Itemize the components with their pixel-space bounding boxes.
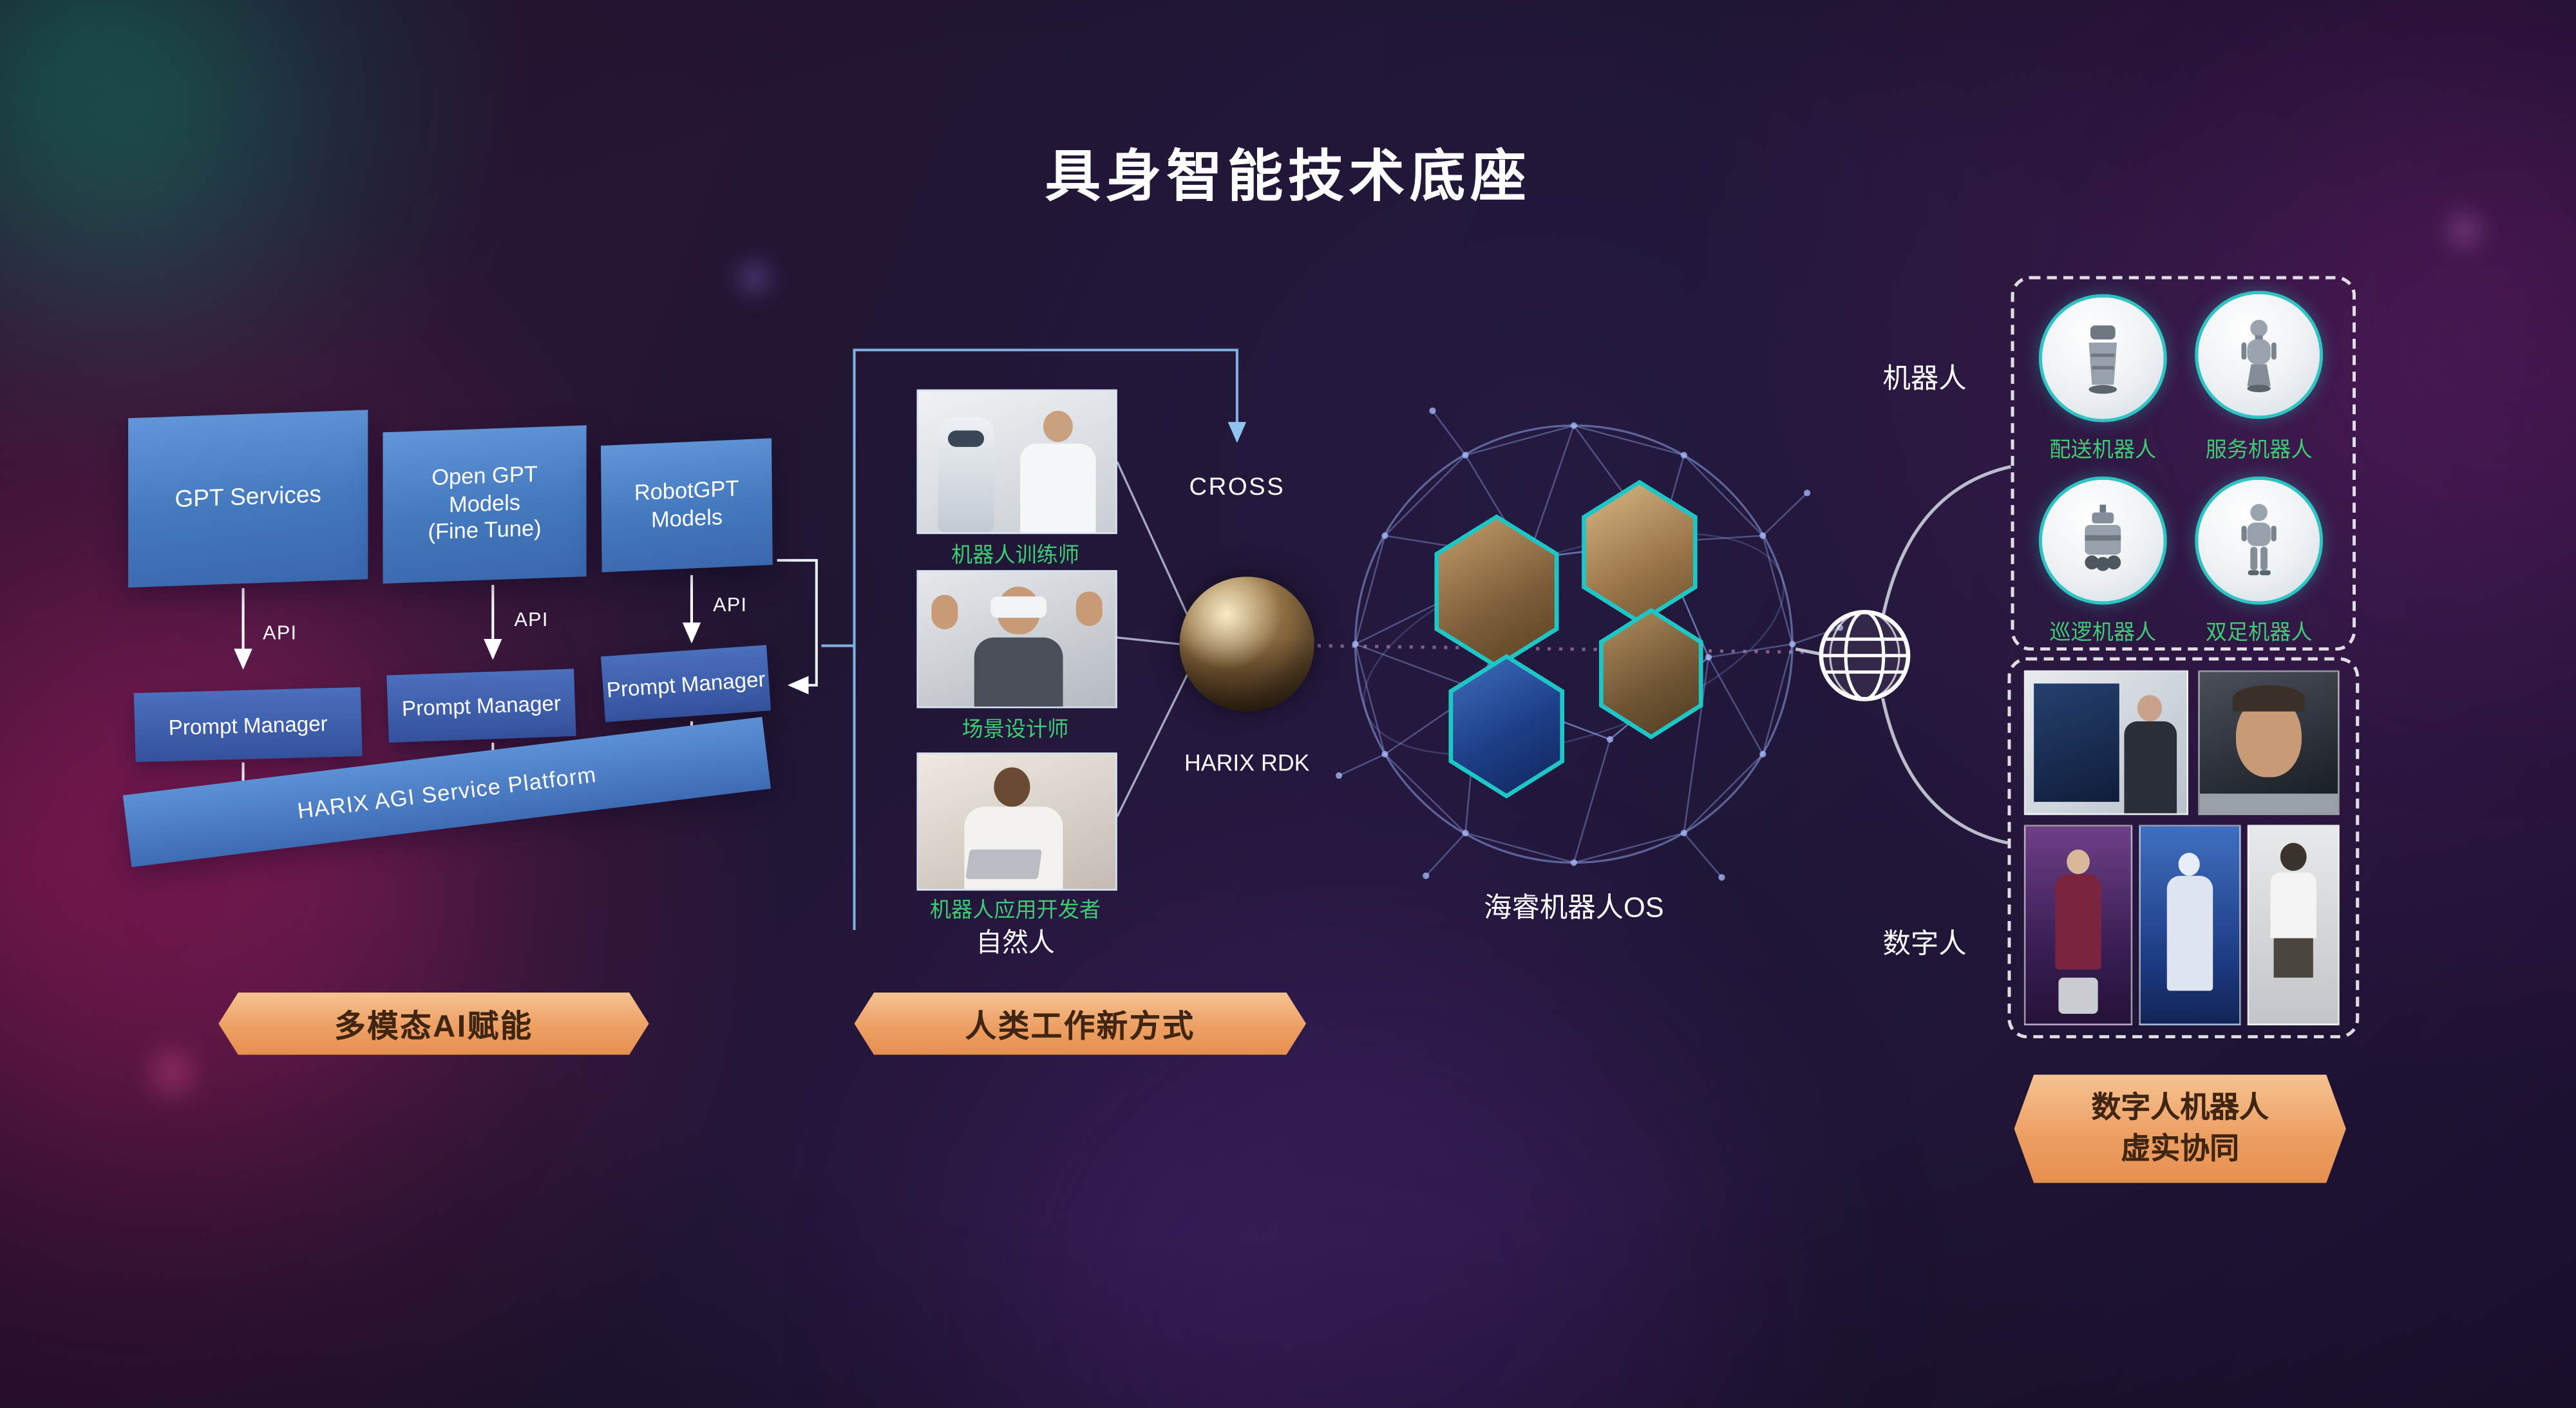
app-developer-label: 机器人应用开发者	[929, 897, 1101, 922]
right-hand	[1075, 591, 1103, 626]
service-robot-label: 服务机器人	[2205, 437, 2313, 462]
kiosk-base	[2058, 977, 2098, 1014]
service-robot-circle	[2195, 290, 2324, 419]
scene-hexagon	[1598, 607, 1703, 739]
person-body	[1020, 443, 1096, 533]
bipedal-robot-label: 双足机器人	[2205, 619, 2313, 644]
banner-virtual-real-collab-label: 数字人机器人 虚实协同	[2091, 1090, 2269, 1165]
robotgpt-models-box: RobotGPT Models	[600, 438, 773, 573]
digital-human-group-box	[2007, 657, 2360, 1039]
person-head	[1043, 410, 1073, 442]
prompt-manager-box: Prompt Manager	[133, 687, 363, 763]
scene-hexagon-image	[1586, 484, 1693, 620]
digital-human-photo-child	[2247, 824, 2340, 1025]
delivery-robot-label: 配送机器人	[2049, 437, 2157, 462]
patrol-robot-circle	[2038, 476, 2167, 605]
scene-hexagon-image	[1603, 613, 1699, 735]
figure-skirt	[2273, 938, 2313, 978]
figure-head	[2178, 852, 2200, 876]
patrol-robot-label: 巡逻机器人	[2049, 619, 2157, 644]
laptop-base	[2199, 794, 2338, 813]
prompt-manager-box: Prompt Manager	[600, 645, 772, 723]
bokeh-dot	[151, 1051, 194, 1094]
service-robot-icon	[2241, 319, 2277, 392]
scene-hexagon-image	[1439, 519, 1555, 664]
figure-shirt	[2270, 872, 2316, 938]
robot-visor	[947, 430, 985, 447]
page-title: 具身智能技术底座	[1045, 146, 1531, 209]
banner-virtual-real-collab: 数字人机器人 虚实协同	[2014, 1074, 2346, 1183]
scene-hexagon	[1448, 654, 1565, 799]
person-body	[974, 637, 1063, 707]
gpt-services-box: GPT Services	[128, 410, 368, 588]
delivery-robot-icon	[2088, 325, 2117, 394]
person-body	[2124, 721, 2177, 813]
scene-designer-label: 场景设计师	[961, 716, 1069, 741]
digital-human-photo-face	[2198, 670, 2340, 815]
harix-rdk-label: HARIX RDK	[1184, 749, 1310, 776]
api-label: API	[713, 593, 748, 616]
feedback-arrow	[777, 558, 818, 695]
network-sphere	[1338, 410, 1841, 879]
prompt-manager-label: Prompt Manager	[168, 710, 328, 739]
patrol-robot-icon	[2085, 504, 2121, 571]
hair	[2232, 685, 2306, 712]
bipedal-robot-icon	[2241, 504, 2277, 576]
prompt-manager-label: Prompt Manager	[605, 665, 766, 701]
banner-human-work: 人类工作新方式	[855, 993, 1307, 1055]
prompt-manager-label: Prompt Manager	[401, 690, 562, 721]
left-hand	[931, 595, 958, 630]
robot-trainer-label: 机器人训练师	[951, 542, 1080, 567]
robotgpt-models-label: RobotGPT Models	[634, 475, 739, 532]
bokeh-dot	[2448, 213, 2481, 247]
figure-head	[2067, 849, 2090, 875]
digital-human-photo-presenter	[2023, 670, 2188, 815]
open-gpt-models-box: Open GPT Models (Fine Tune)	[383, 425, 587, 584]
robot-os-label: 海睿机器人OS	[1484, 892, 1664, 924]
cross-label: CROSS	[1189, 473, 1285, 502]
harix-rdk-sphere	[1179, 576, 1314, 712]
robots-group-box	[2011, 276, 2356, 651]
figure-head	[2280, 842, 2307, 871]
bipedal-robot-circle	[2195, 476, 2324, 605]
prompt-manager-box: Prompt Manager	[386, 669, 576, 743]
screen-panel	[2034, 683, 2119, 802]
harix-agi-platform-label: HARIX AGI Service Platform	[296, 761, 598, 823]
scene-hexagon	[1434, 514, 1559, 669]
person-head	[2137, 695, 2163, 721]
app-developer-photo	[916, 752, 1117, 891]
digital-human-photo-kiosk-2	[2139, 824, 2241, 1025]
natural-person-label: 自然人	[976, 929, 1055, 958]
rdk-os-dotted-link	[1317, 644, 1811, 654]
robot-trainer-photo	[916, 389, 1117, 535]
delivery-robot-circle	[2038, 294, 2167, 423]
vr-headset	[990, 596, 1046, 618]
network-nodes	[1335, 407, 1844, 881]
globe-icon	[1814, 605, 1915, 707]
api-label: API	[263, 621, 298, 644]
banner-multimodal-ai-label: 多模态AI赋能	[334, 1009, 533, 1045]
figure-body	[2055, 874, 2101, 970]
gpt-services-label: GPT Services	[175, 482, 321, 515]
digital-human-title: 数字人	[1882, 928, 1967, 960]
scene-hexagon	[1582, 479, 1698, 625]
robots-title: 机器人	[1882, 363, 1967, 395]
banner-human-work-label: 人类工作新方式	[965, 1009, 1195, 1045]
bokeh-dot	[739, 263, 769, 293]
open-gpt-models-label: Open GPT Models (Fine Tune)	[428, 461, 542, 546]
scene-hexagon-image	[1453, 658, 1560, 794]
digital-human-photo-kiosk-1	[2023, 824, 2133, 1025]
person-head	[994, 767, 1030, 807]
laptop	[965, 849, 1043, 879]
api-label: API	[514, 607, 549, 631]
banner-multimodal-ai: 多模态AI赋能	[218, 993, 649, 1055]
scene-designer-photo	[916, 570, 1117, 709]
figure-body	[2166, 875, 2213, 991]
